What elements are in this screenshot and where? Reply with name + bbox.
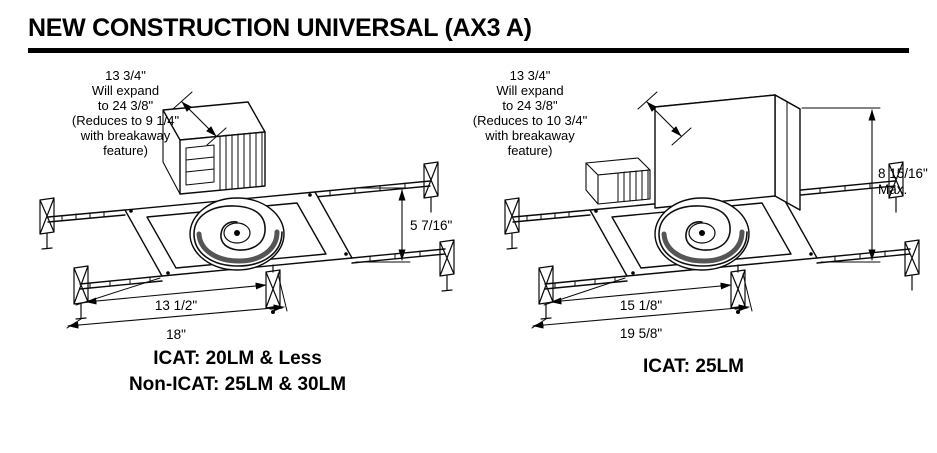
tall-housing-box [654,94,801,211]
caption-line: ICAT: 20LM & Less [153,348,322,369]
figure-right-housing: 13 3/4" Will expand to 24 3/8" (Reduces … [450,62,937,412]
caption-line: Non-ICAT: 25LM & 30LM [128,374,347,395]
page-header: NEW CONSTRUCTION UNIVERSAL (AX3 A) [28,14,909,53]
figure-left-housing: 13 3/4" Will expand to 24 3/8" (Reduces … [30,62,480,412]
expand-note-line: to 24 3/8" [97,98,154,113]
expand-note-line: feature) [103,143,148,158]
expand-note-line: Will expand [496,83,564,98]
dimension-annotations [66,91,411,329]
expand-note-line: to 24 3/8" [502,98,558,113]
aperture-swirl [189,197,285,271]
expand-note-line: (Reduces to 10 3/4" [472,113,588,128]
aperture-swirl [654,197,750,271]
expand-note-line: feature) [507,143,553,158]
expand-note-line: with breakaway [485,128,575,143]
height-dimension-note: Max. [878,182,908,197]
expand-note-line: 13 3/4" [105,68,146,83]
front-hanger-foot [265,264,283,314]
junction-box [585,157,651,205]
page-title: NEW CONSTRUCTION UNIVERSAL (AX3 A) [28,14,532,42]
figure-caption-right: ICAT: 25LM [450,354,937,380]
caption-line: ICAT: 25LM [643,356,744,377]
front-hanger-foot [730,264,748,314]
expand-note-line: Will expand [91,83,160,98]
outer-width-dimension-label: 19 5/8" [619,326,663,341]
expand-note: 13 3/4" Will expand to 24 3/8" (Reduces … [450,68,610,158]
inner-width-dimension-label: 15 1/8" [619,298,663,313]
outer-width-dimension-label: 18" [166,327,186,342]
inner-width-dimension-label: 13 1/2" [154,298,198,313]
expand-note: 13 3/4" Will expand to 24 3/8" (Reduces … [38,68,213,158]
height-dimension-label: 5 7/16" [410,218,453,233]
expand-note-line: 13 3/4" [509,68,551,83]
expand-note-line: (Reduces to 9 1/4" [71,113,180,128]
left-housing-drawing [39,91,455,329]
title-rule [28,48,909,53]
height-dimension-label: 8 15/16" Max. [878,166,928,198]
nailer-brackets [39,161,455,320]
expand-note-line: with breakaway [80,128,171,143]
right-housing-drawing [504,91,920,329]
height-dimension-value: 8 15/16" [878,166,928,181]
figure-caption-left: ICAT: 20LM & Less Non-ICAT: 25LM & 30LM [30,346,445,398]
dimension-annotations [531,91,881,329]
